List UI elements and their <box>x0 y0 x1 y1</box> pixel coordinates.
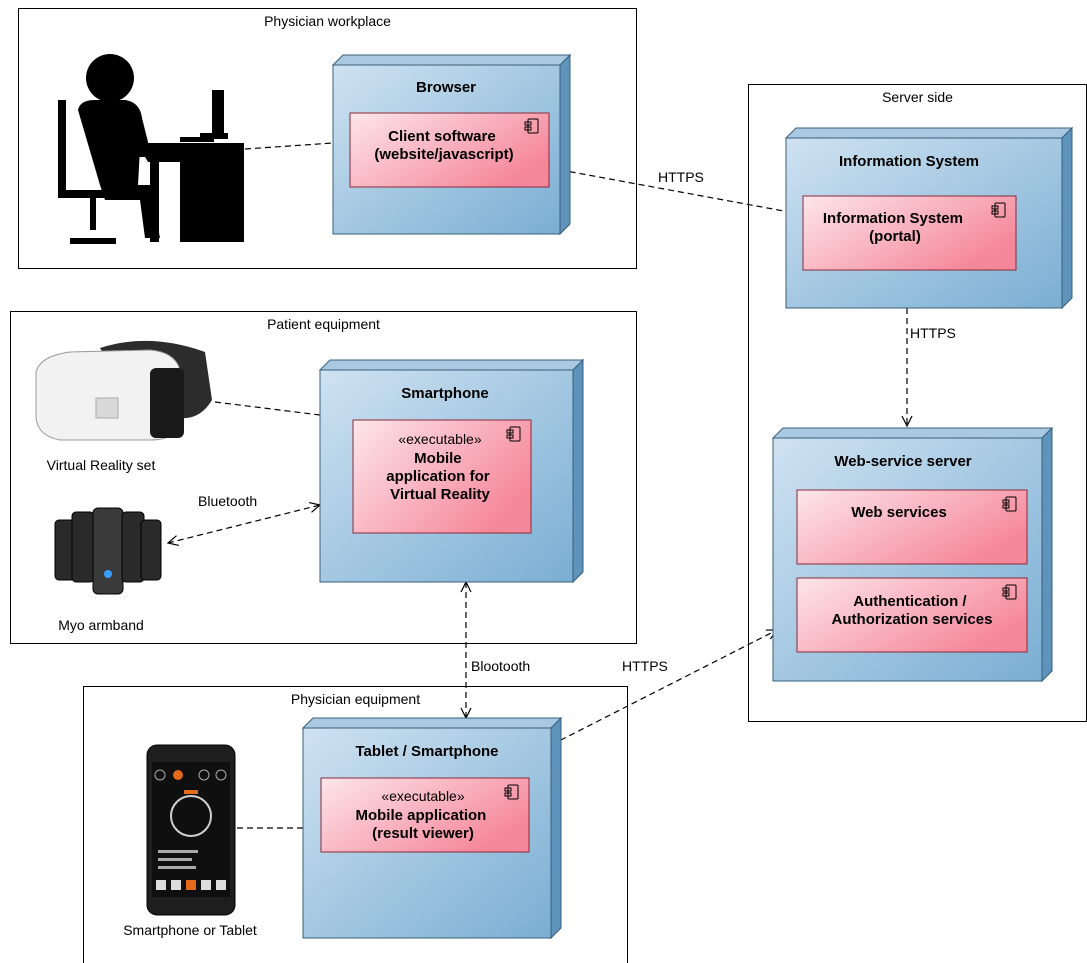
component-label: Mobile application for Virtual Reality <box>386 450 494 503</box>
vr-set-label: Virtual Reality set <box>47 457 156 473</box>
myo-armband-label: Myo armband <box>58 617 144 633</box>
component-icon <box>504 784 519 800</box>
client-software-component: Client software (website/javascript) <box>349 112 550 188</box>
component-icon <box>1002 584 1017 600</box>
blootooth-label: Blootooth <box>471 658 530 674</box>
component-icon <box>506 426 521 442</box>
component-label: Client software (website/javascript) <box>374 128 513 163</box>
vr-to-smartphone-link <box>214 401 321 416</box>
is-ws-protocol-label: HTTPS <box>910 325 956 341</box>
information-system-portal-component: Information System (portal) <box>802 195 1017 271</box>
component-label-line: Client software <box>388 128 496 145</box>
component-label-line: Authentication / <box>853 593 967 610</box>
frame-title: Server side <box>882 89 953 105</box>
component-icon <box>524 118 539 134</box>
tablet-ws-protocol-label: HTTPS <box>622 658 668 674</box>
component-label-line: Mobile application <box>355 807 486 824</box>
auth-services-component: Authentication / Authorization services <box>796 577 1028 653</box>
result-viewer-component: «executable» Mobile application (result … <box>320 777 530 853</box>
myo-armband-icon <box>54 507 162 595</box>
component-label: Mobile application (result viewer) <box>355 807 490 842</box>
component-label-line: Authorization services <box>832 611 993 628</box>
workstation-to-browser-link <box>244 142 334 150</box>
component-label-line: (website/javascript) <box>374 146 513 163</box>
component-label-line: (portal) <box>869 228 921 245</box>
web-services-component: Web services <box>796 489 1028 565</box>
component-label-line: Mobile <box>414 450 462 467</box>
component-label-line: Virtual Reality <box>390 486 490 503</box>
node-title: Information System <box>839 153 979 170</box>
frame-title: Physician equipment <box>290 691 421 707</box>
smartphone-device-icon <box>146 744 236 916</box>
component-label-line: application for <box>386 468 490 485</box>
component-icon <box>1002 496 1017 512</box>
node-title: Smartphone <box>401 385 489 402</box>
node-title: Browser <box>416 79 476 96</box>
node-title: Tablet / Smartphone <box>355 743 498 760</box>
bluetooth-label: Bluetooth <box>198 493 257 509</box>
browser-is-protocol-label: HTTPS <box>658 169 704 185</box>
vr-mobile-application-component: «executable» Mobile application for Virt… <box>352 419 532 534</box>
myo-to-smartphone-link <box>168 505 320 543</box>
component-label-line: Information System <box>823 210 963 227</box>
smartphone-or-tablet-label: Smartphone or Tablet <box>123 922 257 938</box>
component-label-line: (result viewer) <box>372 825 474 842</box>
component-stereotype: «executable» <box>398 431 482 447</box>
component-label: Web services <box>851 504 947 521</box>
vr-headset-icon <box>35 340 212 441</box>
browser-to-is-link <box>549 167 800 214</box>
component-icon <box>991 202 1006 218</box>
node-title: Web-service server <box>834 453 971 470</box>
component-label: Information System (portal) <box>823 210 967 245</box>
component-label: Authentication / Authorization services <box>832 593 993 628</box>
frame-title: Patient equipment <box>267 316 380 332</box>
frame-title: Physician workplace <box>264 13 391 29</box>
physician-workstation-icon <box>58 54 244 244</box>
component-stereotype: «executable» <box>381 788 465 804</box>
